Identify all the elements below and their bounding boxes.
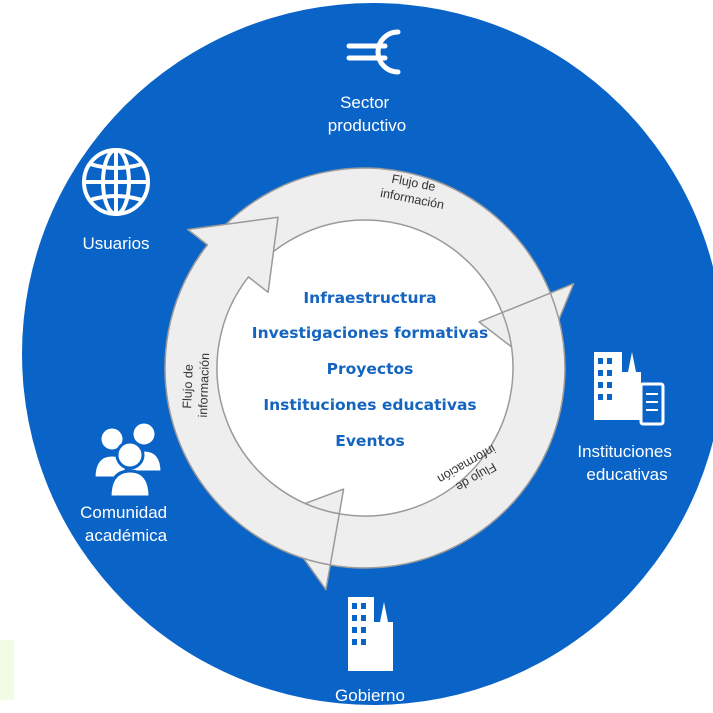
people-icon	[92, 420, 164, 499]
cycle-arrows	[164, 167, 575, 591]
globe-icon	[82, 148, 150, 216]
corner-accent	[0, 640, 14, 700]
node-instituciones-educativas: Instituciones educativas	[577, 352, 676, 484]
usuarios-label: Usuarios	[82, 234, 149, 253]
node-sector-productivo: Sector productivo	[328, 29, 406, 135]
center-item: Instituciones educativas	[263, 396, 476, 414]
center-item: Proyectos	[327, 360, 414, 378]
inner-white-circle	[217, 220, 513, 516]
flow-label-left: Flujo de información	[180, 352, 212, 418]
sector-productivo-label: Sector productivo	[328, 93, 406, 135]
center-item: Eventos	[335, 432, 405, 450]
buildings-icon	[594, 352, 665, 426]
center-list: Infraestructura Investigaciones formativ…	[252, 289, 488, 450]
euro-icon	[346, 29, 401, 75]
node-usuarios: Usuarios	[82, 148, 150, 253]
building-icon	[348, 597, 393, 671]
center-item: Investigaciones formativas	[252, 324, 488, 342]
center-item: Infraestructura	[303, 289, 436, 307]
comunidad-academica-label: Comunidad académica	[80, 503, 172, 545]
flow-arrow-left	[164, 216, 341, 566]
gobierno-label: Gobierno	[335, 686, 405, 705]
node-gobierno: Gobierno	[335, 597, 405, 705]
node-comunidad-academica: Comunidad académica	[80, 420, 172, 545]
instituciones-educativas-label: Instituciones educativas	[577, 442, 676, 484]
